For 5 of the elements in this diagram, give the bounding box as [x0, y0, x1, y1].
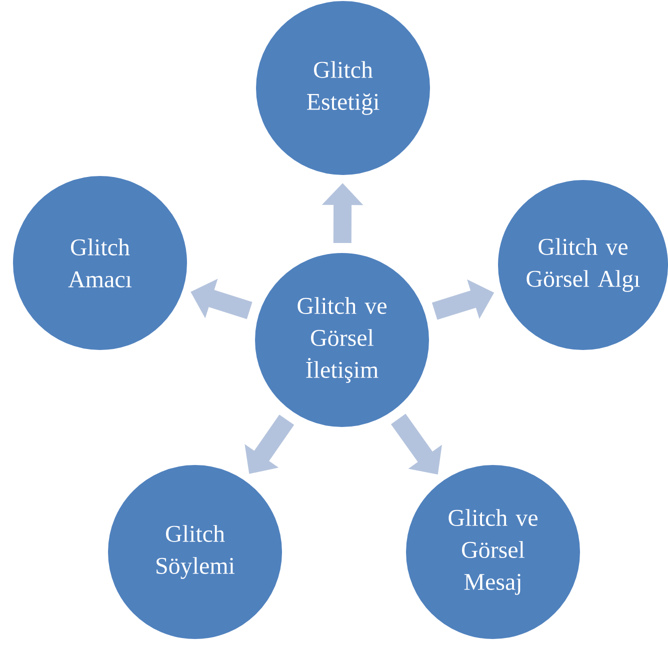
circle-node: Glitch ve Görsel Mesaj: [404, 463, 582, 641]
circle-node: Glitch ve Görsel Algı: [496, 178, 668, 352]
circle-node: Glitch Amacı: [11, 174, 189, 352]
circle-node: Glitch Söylemi: [106, 463, 284, 641]
circle-node: Glitch ve Görsel İletişim: [253, 251, 431, 429]
